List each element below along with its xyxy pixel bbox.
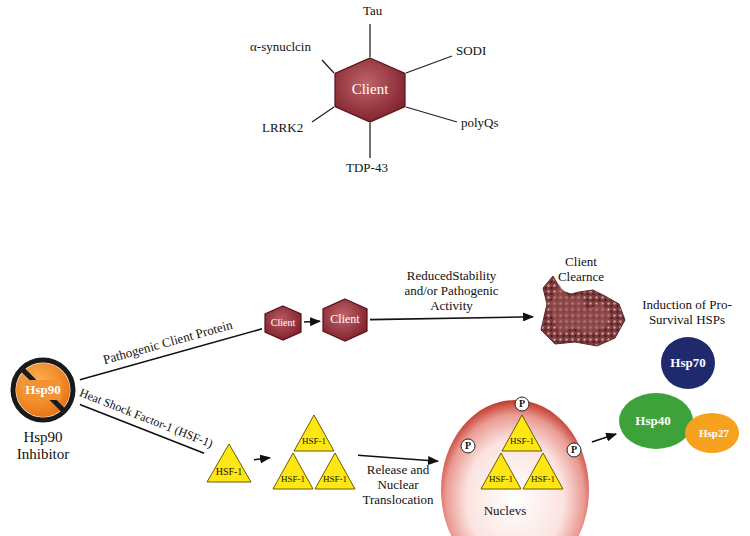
edge-label: ReducedStability and/or Pathogenic Activ… — [392, 269, 512, 314]
circ-node: P — [514, 396, 530, 412]
client-label: SODI — [456, 44, 486, 59]
client-label: LRRK2 — [262, 121, 303, 136]
node-text: P — [566, 442, 582, 458]
node-text: P — [460, 438, 476, 454]
node-text: Client — [264, 305, 302, 341]
edge-label: Release and Nuclear Translocation — [357, 463, 439, 508]
node-text: Hsp27 — [688, 412, 740, 454]
circ-node: P — [460, 438, 476, 454]
trimer-node: HSF-1HSF-1HSF-1 — [480, 414, 564, 490]
node-text: HSF-1 — [522, 472, 564, 486]
tri-node: HSF-1 — [206, 443, 252, 483]
node-text: HSF-1 — [206, 465, 252, 479]
client-label: Tau — [363, 4, 382, 19]
node-text: Hsp70 — [660, 336, 716, 390]
circ-node: Hsp27 — [684, 412, 740, 454]
edge-label: Heat Shock Factor-1 (HSF-1) — [77, 386, 214, 451]
arrow-connector — [592, 434, 616, 442]
hex-node: Client — [334, 57, 406, 123]
node-text: Client — [322, 298, 368, 342]
node-text: Hsp90 — [24, 380, 61, 400]
agg-node: Client Clearnce — [535, 254, 627, 350]
node-text: HSF-1 — [501, 434, 543, 448]
node-text: Hsp40 — [618, 392, 688, 450]
node-text: Client Clearnce — [549, 254, 613, 286]
arrow-connector — [358, 455, 438, 461]
node-text: HSF-1 — [293, 434, 335, 448]
leader-lines — [312, 24, 457, 158]
edge-label: Pathogenic Client Protein — [102, 318, 235, 368]
circ-node: Hsp40 — [618, 392, 694, 450]
hex-node: Client — [322, 298, 368, 342]
client-label: polyQs — [461, 116, 499, 131]
arrow-connector — [254, 458, 270, 460]
node-text: P — [514, 396, 530, 412]
arrow-connector — [304, 320, 320, 322]
node-text: Nuclevs — [470, 502, 540, 520]
node-text: Client — [334, 57, 406, 123]
node-text: HSF-1 — [480, 472, 522, 486]
arrow-connector — [370, 317, 533, 320]
hex-node: Client — [264, 305, 302, 341]
client-label: TDP-43 — [346, 161, 388, 176]
client-label: α-synuclcin — [250, 40, 311, 55]
node-text: HSF-1 — [314, 472, 356, 486]
node-text: HSF-1 — [272, 472, 314, 486]
client-label: Induction of Pro-Survival HSPs — [632, 298, 742, 328]
trimer-node: HSF-1HSF-1HSF-1 — [272, 414, 356, 490]
node-text: Hsp90 Inhibitor — [4, 426, 82, 466]
circ-node: Hsp70 — [660, 336, 716, 390]
circ-node: P — [566, 442, 582, 458]
nucleus-node: NuclevsHSF-1HSF-1HSF-1PPP — [440, 398, 590, 536]
inhib-node: Hsp90Hsp90 Inhibitor — [8, 356, 78, 466]
